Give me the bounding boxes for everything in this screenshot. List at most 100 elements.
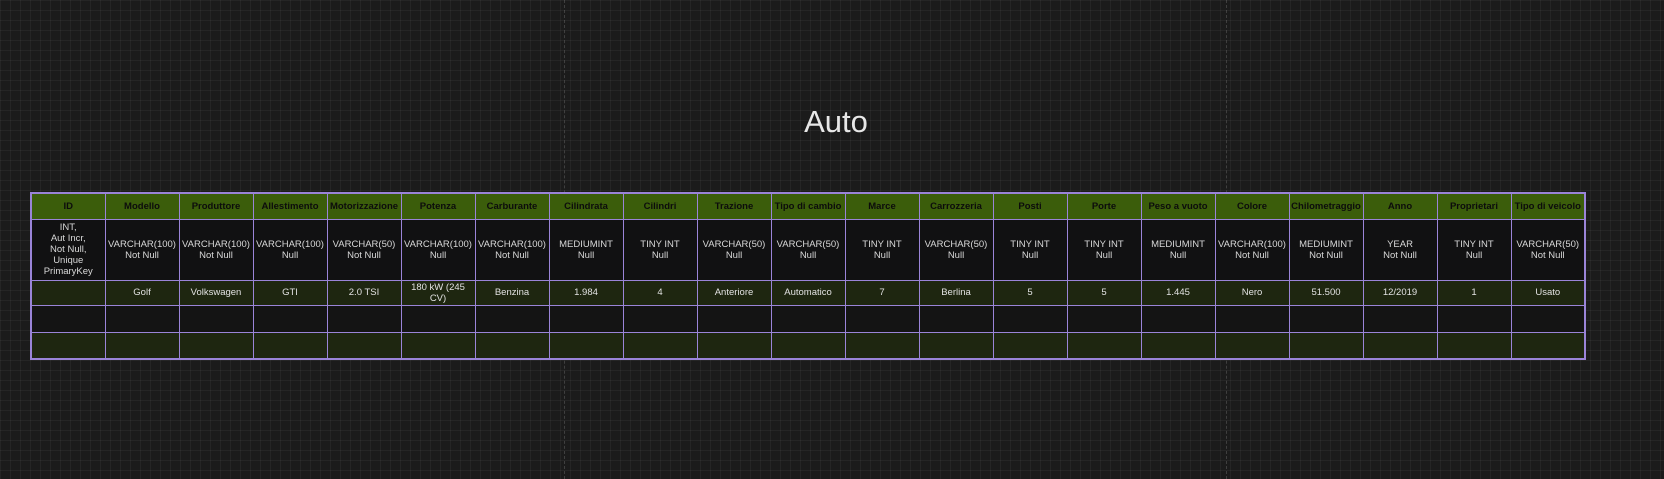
empty-cell[interactable] — [1066, 304, 1142, 333]
sample-value-cell[interactable]: Golf — [104, 279, 180, 306]
empty-cell[interactable] — [1510, 331, 1586, 360]
empty-cell[interactable] — [548, 304, 624, 333]
column-type-cell[interactable]: VARCHAR(100)Not Null — [1214, 218, 1290, 281]
column-type-cell[interactable]: VARCHAR(50)Null — [696, 218, 772, 281]
sample-value-cell[interactable]: Automatico — [770, 279, 846, 306]
column-header-cell[interactable]: Carburante — [474, 192, 550, 220]
sample-value-cell[interactable]: Benzina — [474, 279, 550, 306]
sample-value-cell[interactable]: Volkswagen — [178, 279, 254, 306]
column-type-cell[interactable]: VARCHAR(100)Not Null — [178, 218, 254, 281]
empty-cell[interactable] — [1140, 331, 1216, 360]
sample-value-cell[interactable]: 5 — [992, 279, 1068, 306]
sample-value-cell[interactable]: 1 — [1436, 279, 1512, 306]
sample-value-cell[interactable] — [30, 279, 106, 306]
empty-cell[interactable] — [326, 304, 402, 333]
column-header-cell[interactable]: Cilindrata — [548, 192, 624, 220]
column-type-cell[interactable]: VARCHAR(100)Not Null — [104, 218, 180, 281]
column-header-cell[interactable]: Tipo di cambio — [770, 192, 846, 220]
column-header-cell[interactable]: Marce — [844, 192, 920, 220]
empty-cell[interactable] — [1362, 304, 1438, 333]
sample-value-cell[interactable]: 4 — [622, 279, 698, 306]
column-type-cell[interactable]: VARCHAR(50)Null — [918, 218, 994, 281]
empty-cell[interactable] — [696, 331, 772, 360]
column-header-cell[interactable]: Produttore — [178, 192, 254, 220]
empty-cell[interactable] — [1214, 304, 1290, 333]
empty-cell[interactable] — [622, 304, 698, 333]
empty-cell[interactable] — [1288, 331, 1364, 360]
sample-value-cell[interactable]: 12/2019 — [1362, 279, 1438, 306]
column-header-cell[interactable]: Peso a vuoto — [1140, 192, 1216, 220]
column-header-cell[interactable]: Posti — [992, 192, 1068, 220]
empty-cell[interactable] — [30, 304, 106, 333]
empty-cell[interactable] — [992, 331, 1068, 360]
empty-cell[interactable] — [326, 331, 402, 360]
empty-cell[interactable] — [770, 304, 846, 333]
column-header-cell[interactable]: Chilometraggio — [1288, 192, 1364, 220]
empty-cell[interactable] — [252, 331, 328, 360]
column-header-cell[interactable]: ID — [30, 192, 106, 220]
empty-cell[interactable] — [400, 304, 476, 333]
sample-value-cell[interactable]: GTI — [252, 279, 328, 306]
sample-value-cell[interactable]: 1.984 — [548, 279, 624, 306]
sample-value-cell[interactable]: Berlina — [918, 279, 994, 306]
empty-cell[interactable] — [178, 304, 254, 333]
empty-cell[interactable] — [30, 331, 106, 360]
empty-cell[interactable] — [844, 331, 920, 360]
empty-cell[interactable] — [844, 304, 920, 333]
column-header-cell[interactable]: Modello — [104, 192, 180, 220]
empty-cell[interactable] — [400, 331, 476, 360]
empty-cell[interactable] — [178, 331, 254, 360]
table-title[interactable]: Auto — [804, 104, 868, 139]
empty-cell[interactable] — [1436, 331, 1512, 360]
column-type-cell[interactable]: VARCHAR(100)Null — [252, 218, 328, 281]
empty-cell[interactable] — [104, 304, 180, 333]
empty-cell[interactable] — [474, 304, 550, 333]
sample-value-cell[interactable]: 7 — [844, 279, 920, 306]
column-type-cell[interactable]: VARCHAR(50)Not Null — [326, 218, 402, 281]
empty-cell[interactable] — [1436, 304, 1512, 333]
column-type-cell[interactable]: VARCHAR(100)Not Null — [474, 218, 550, 281]
column-header-cell[interactable]: Allestimento — [252, 192, 328, 220]
empty-cell[interactable] — [696, 304, 772, 333]
column-header-cell[interactable]: Trazione — [696, 192, 772, 220]
empty-cell[interactable] — [1288, 304, 1364, 333]
column-header-cell[interactable]: Potenza — [400, 192, 476, 220]
empty-cell[interactable] — [918, 331, 994, 360]
column-header-cell[interactable]: Carrozzeria — [918, 192, 994, 220]
empty-cell[interactable] — [622, 331, 698, 360]
sample-value-cell[interactable]: 51.500 — [1288, 279, 1364, 306]
empty-cell[interactable] — [992, 304, 1068, 333]
column-header-cell[interactable]: Colore — [1214, 192, 1290, 220]
column-type-cell[interactable]: VARCHAR(50)Not Null — [1510, 218, 1586, 281]
empty-cell[interactable] — [1214, 331, 1290, 360]
empty-cell[interactable] — [548, 331, 624, 360]
sample-value-cell[interactable]: 1.445 — [1140, 279, 1216, 306]
empty-cell[interactable] — [1066, 331, 1142, 360]
empty-cell[interactable] — [1140, 304, 1216, 333]
column-type-cell[interactable]: VARCHAR(100)Null — [400, 218, 476, 281]
column-header-cell[interactable]: Cilindri — [622, 192, 698, 220]
sample-value-cell[interactable]: 5 — [1066, 279, 1142, 306]
column-header-cell[interactable]: Motorizzazione — [326, 192, 402, 220]
column-type-cell[interactable]: VARCHAR(50)Null — [770, 218, 846, 281]
empty-cell[interactable] — [252, 304, 328, 333]
column-header-cell[interactable]: Proprietari — [1436, 192, 1512, 220]
column-header-cell[interactable]: Anno — [1362, 192, 1438, 220]
sample-value-cell[interactable]: 2.0 TSI — [326, 279, 402, 306]
empty-cell[interactable] — [1362, 331, 1438, 360]
empty-cell[interactable] — [474, 331, 550, 360]
column-header-cell[interactable]: Porte — [1066, 192, 1142, 220]
column-header-cell[interactable]: Tipo di veicolo — [1510, 192, 1586, 220]
